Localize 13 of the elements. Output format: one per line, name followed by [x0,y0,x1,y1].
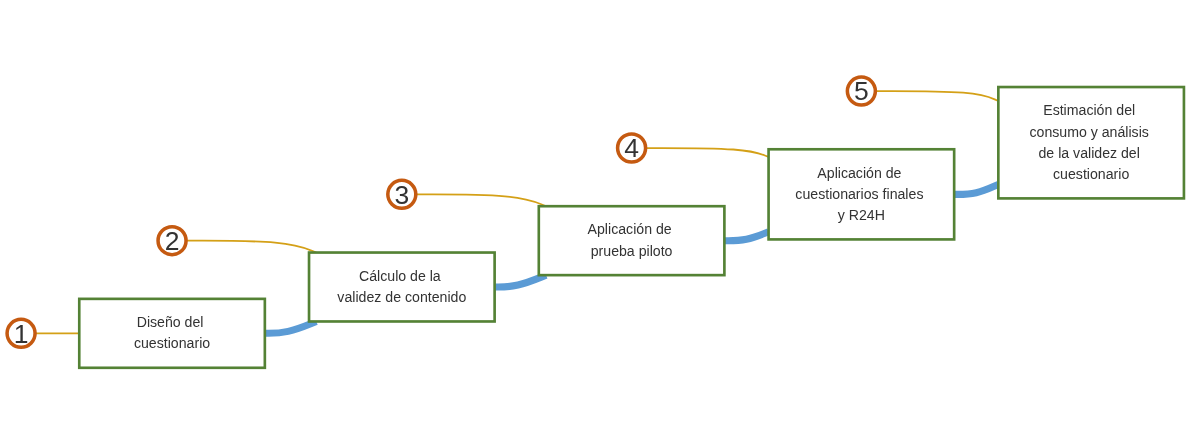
node-circle: 1 [5,317,37,350]
connector [724,228,770,245]
connector [264,318,318,337]
connector [954,181,1000,198]
node-box: Aplicación de cuestionarios finales y R24H [767,147,956,241]
node-circle: 3 [386,178,418,211]
node-circle: 5 [845,75,878,107]
node-circle: 2 [156,224,188,257]
node-box: Estimación del consumo y análisis de la validez del cuestionario [997,85,1186,200]
node-box: Cálculo de la validez de contenido [307,251,496,323]
node-box: Aplicación de prueba piloto [537,204,726,277]
node-circle: 4 [615,132,648,164]
node-box: Diseño del cuestionario [77,297,267,370]
